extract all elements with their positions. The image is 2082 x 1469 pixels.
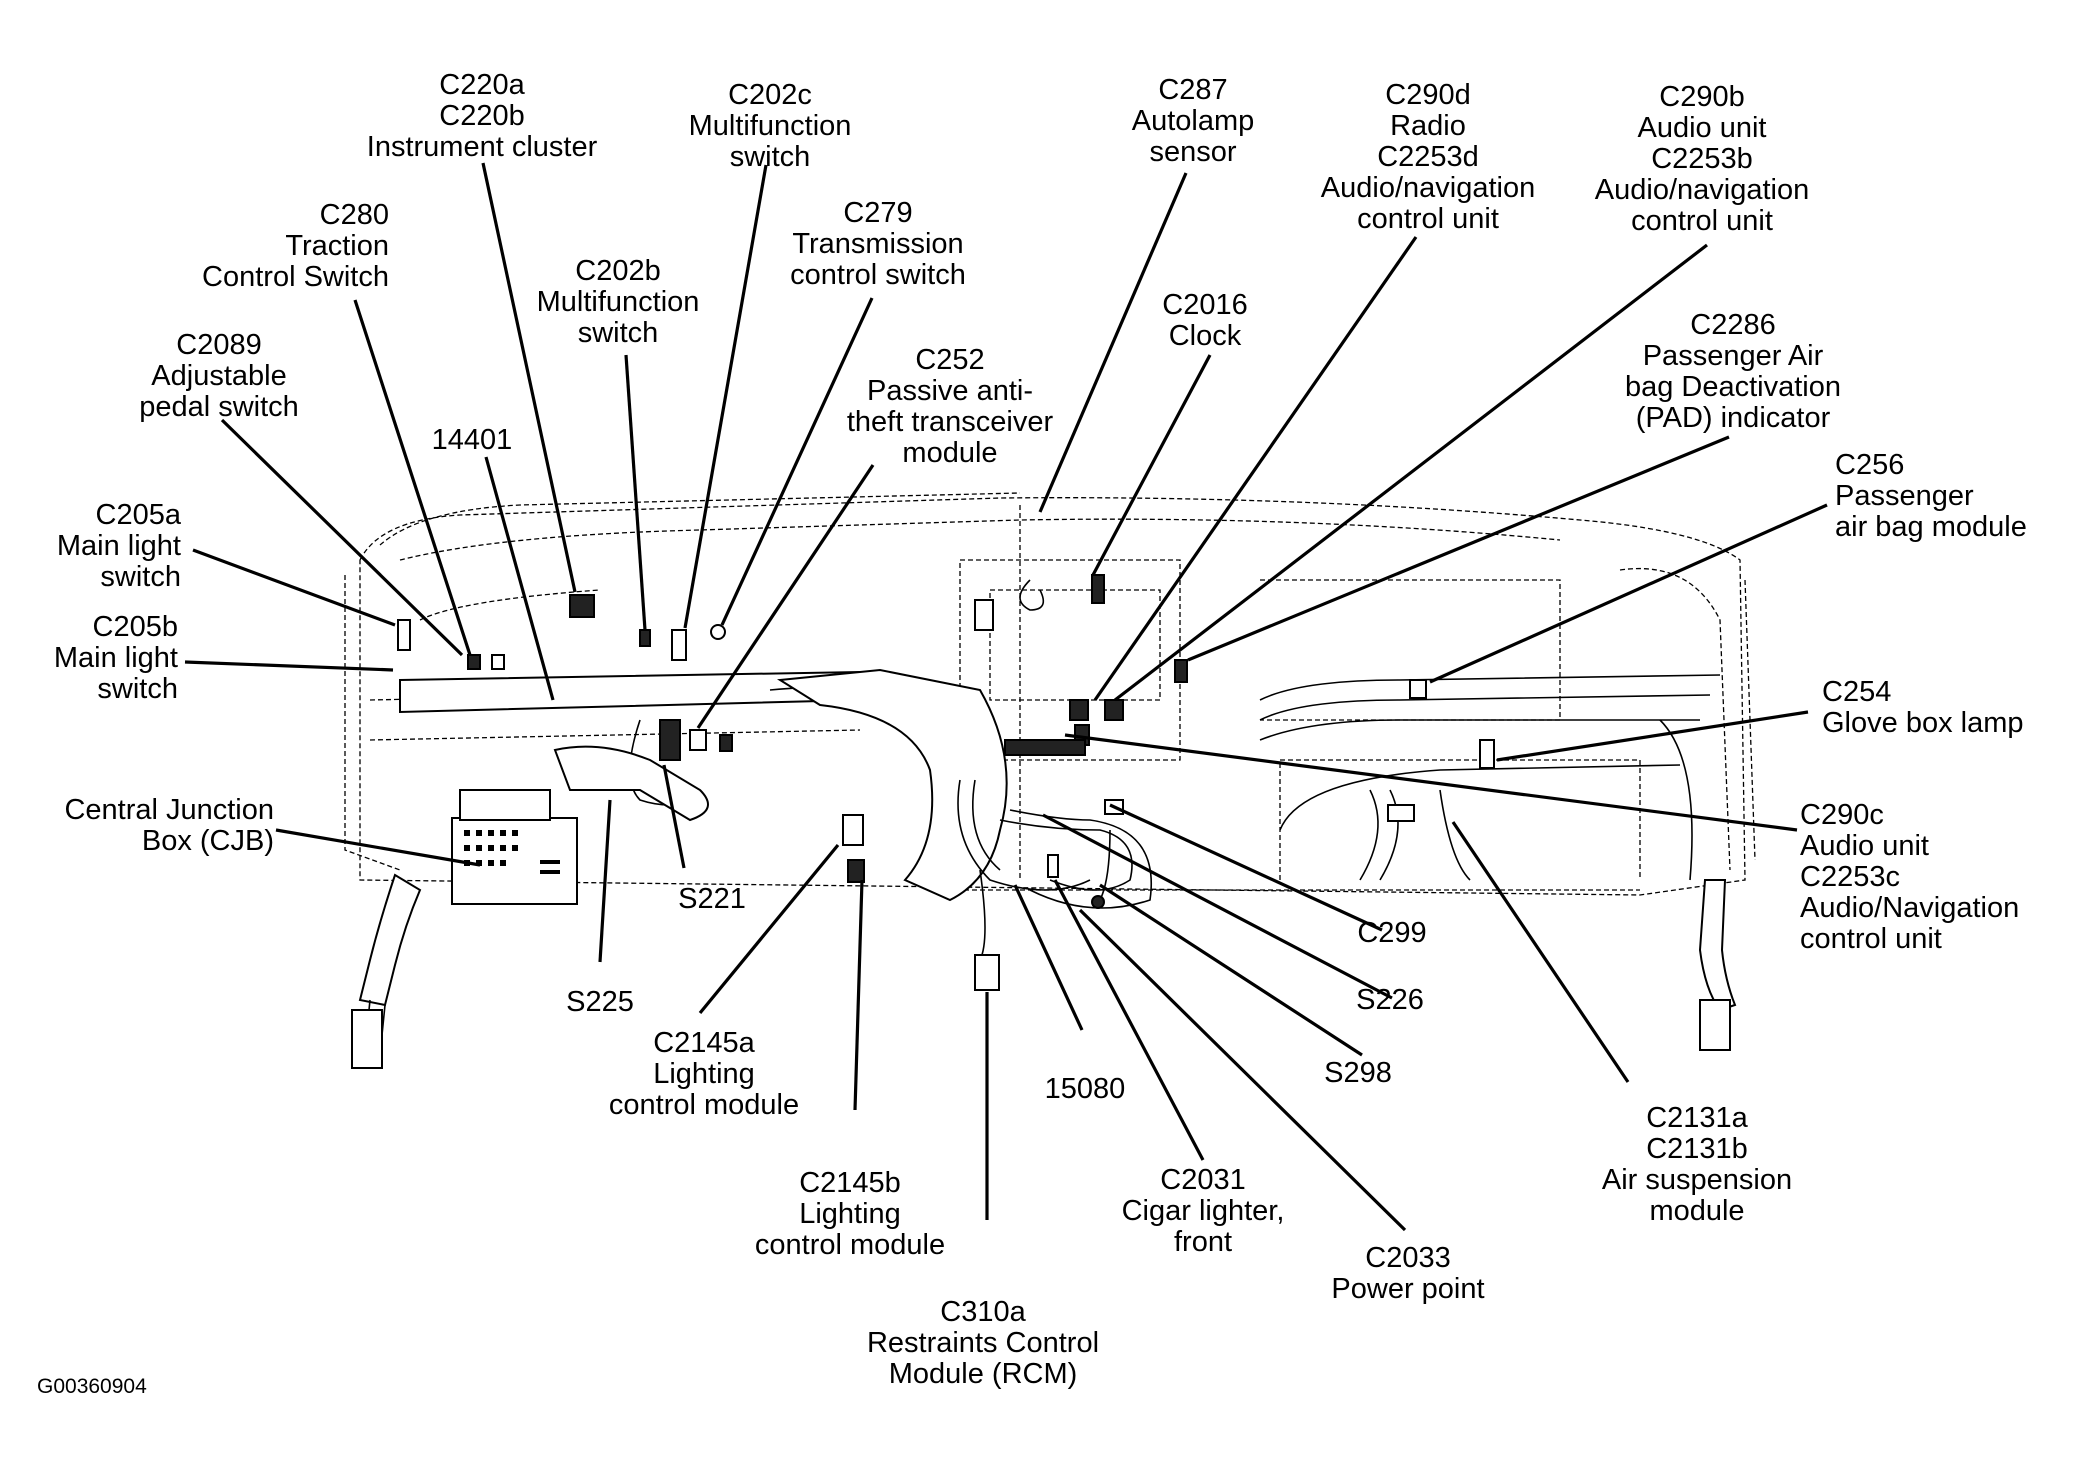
leader-c290c xyxy=(1064,733,1798,832)
label-c279-transmission-control-switch: C279 Transmission control switch xyxy=(790,197,966,291)
label-c280-traction-control-switch: C280 Traction Control Switch xyxy=(202,199,389,293)
label-s225: S225 xyxy=(566,986,634,1018)
label-c290b-audio-unit: C290b Audio unit C2253b Audio/navigation… xyxy=(1594,81,1810,237)
leader-cjb xyxy=(275,828,481,867)
label-c205b-main-light-switch: C205b Main light switch xyxy=(53,611,178,705)
leader-c2033 xyxy=(1078,908,1407,1232)
leader-s226 xyxy=(1042,813,1393,1000)
label-s226: S226 xyxy=(1356,984,1424,1016)
label-14401: 14401 xyxy=(431,424,513,456)
label-s298: S298 xyxy=(1324,1057,1392,1089)
leader-15080 xyxy=(1013,884,1084,1031)
leader-c279 xyxy=(720,297,874,626)
leader-c2031 xyxy=(1053,879,1205,1161)
leader-c2286 xyxy=(1187,435,1730,662)
label-c2016-clock: C2016 Clock xyxy=(1162,289,1248,352)
label-c287-autolamp-sensor: C287 Autolamp sensor xyxy=(1131,74,1255,168)
leader-c254 xyxy=(1496,710,1809,762)
leader-s225 xyxy=(598,799,612,963)
label-c290d-radio: C290d Radio C2253d Audio/navigation cont… xyxy=(1320,79,1536,235)
leader-c252 xyxy=(696,464,875,729)
leader-c287 xyxy=(1038,172,1188,513)
leader-c220 xyxy=(481,162,577,593)
label-c205a-main-light-switch: C205a Main light switch xyxy=(56,499,181,593)
label-c2145a-lighting-control-module: C2145a Lighting control module xyxy=(608,1027,800,1121)
label-15080: 15080 xyxy=(1044,1073,1126,1105)
label-c290c-audio-unit: C290c Audio unit C2253c Audio/Navigation… xyxy=(1800,799,2020,955)
label-c2131-air-suspension-module: C2131a C2131b Air suspension module xyxy=(1601,1102,1793,1227)
connector-blocks xyxy=(351,574,1731,1069)
label-central-junction-box: Central Junction Box (CJB) xyxy=(64,794,274,857)
figure-id: G00360904 xyxy=(37,1375,147,1398)
label-c2033-power-point: C2033 Power point xyxy=(1331,1242,1485,1305)
label-c220-instrument-cluster: C220a C220b Instrument cluster xyxy=(366,69,598,163)
label-c2145b-lighting-control-module: C2145b Lighting control module xyxy=(754,1167,946,1261)
leader-c2131 xyxy=(1451,821,1630,1083)
leader-c2016 xyxy=(1091,354,1212,576)
leader-c2145b xyxy=(853,879,864,1111)
wiring-harness xyxy=(358,668,1737,1056)
leader-c290d xyxy=(1093,236,1418,701)
leader-14401 xyxy=(484,456,555,701)
leader-c205a xyxy=(192,548,396,627)
label-c252-pats-transceiver: C252 Passive anti- theft transceiver mod… xyxy=(846,344,1054,469)
label-c310a-restraints-control-module: C310a Restraints Control Module (RCM) xyxy=(866,1296,1100,1390)
label-c202c-multifunction-switch: C202c Multifunction switch xyxy=(688,79,852,173)
label-c2031-cigar-lighter: C2031 Cigar lighter, front xyxy=(1121,1164,1285,1258)
leader-c290b xyxy=(1114,243,1708,702)
leader-s298 xyxy=(1099,883,1363,1057)
leader-c256 xyxy=(1429,503,1828,684)
label-c256-passenger-air-bag-module: C256 Passenger air bag module xyxy=(1835,449,2027,543)
leader-s221 xyxy=(662,764,686,869)
label-s221: S221 xyxy=(678,883,746,915)
label-c254-glove-box-lamp: C254 Glove box lamp xyxy=(1822,676,2024,739)
leader-c2089 xyxy=(220,418,464,657)
leader-c202b xyxy=(624,354,647,631)
label-c202b-multifunction-switch: C202b Multifunction switch xyxy=(536,255,700,349)
label-c299: C299 xyxy=(1357,917,1427,949)
label-c2286-pad-indicator: C2286 Passenger Air bag Deactivation (PA… xyxy=(1624,309,1842,434)
central-junction-box xyxy=(451,789,578,905)
label-c2089-adjustable-pedal-switch: C2089 Adjustable pedal switch xyxy=(139,329,299,423)
leader-c2145a xyxy=(698,843,840,1015)
leader-c202c xyxy=(683,164,768,629)
leader-lines xyxy=(184,162,1828,1232)
leader-c205b xyxy=(184,660,394,672)
leader-c299 xyxy=(1109,803,1383,932)
leader-c280 xyxy=(353,299,472,656)
